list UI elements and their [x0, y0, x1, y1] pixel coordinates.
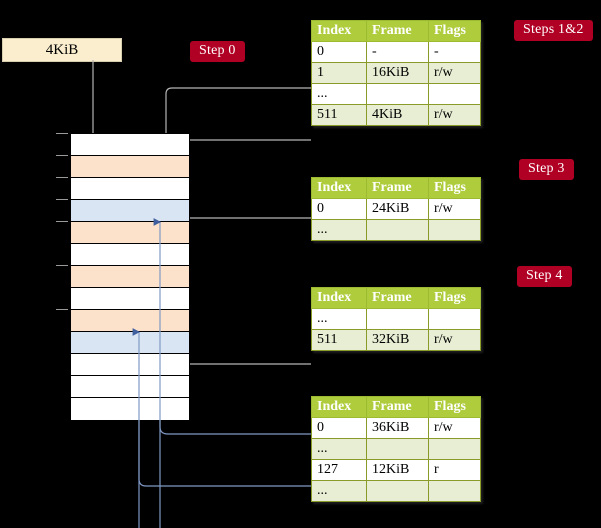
memory-frame-row [71, 266, 189, 288]
cell-frame: 16KiB [366, 62, 429, 84]
memory-tick [56, 177, 68, 178]
cell-flags [428, 219, 481, 241]
table-row[interactable]: ... [311, 83, 481, 105]
cell-flags: r [428, 459, 481, 481]
column-header-flags: Flags [428, 287, 481, 309]
cell-frame [366, 438, 429, 460]
cell-flags [428, 438, 481, 460]
column-header-frame: Frame [366, 177, 429, 199]
column-header-frame: Frame [366, 396, 429, 418]
badge-step-0: Step 0 [190, 41, 245, 62]
cell-index: 0 [311, 198, 367, 220]
column-header-index: Index [311, 177, 367, 199]
cell-index: ... [311, 83, 367, 105]
cell-index: 127 [311, 459, 367, 481]
column-header-frame: Frame [366, 287, 429, 309]
cell-flags: r/w [428, 198, 481, 220]
memory-frame-row [71, 178, 189, 200]
cell-flags [428, 308, 481, 330]
column-header-index: Index [311, 396, 367, 418]
column-header-flags: Flags [428, 177, 481, 199]
cell-frame [366, 83, 429, 105]
memory-frame-row [71, 354, 189, 376]
badge-steps-1-2: Steps 1&2 [514, 20, 593, 41]
table-row[interactable]: ... [311, 219, 481, 241]
cell-index: 511 [311, 104, 367, 126]
cell-index: 0 [311, 41, 367, 63]
memory-tick [56, 155, 68, 156]
memory-tick [56, 309, 68, 310]
memory-tick [56, 199, 68, 200]
cell-frame: - [366, 41, 429, 63]
cell-index: 511 [311, 329, 367, 351]
column-header-index: Index [311, 287, 367, 309]
cell-index: ... [311, 219, 367, 241]
table-row[interactable]: ... [311, 480, 481, 502]
memory-frame-row [71, 156, 189, 178]
cell-flags: r/w [428, 329, 481, 351]
memory-frame-row [71, 222, 189, 244]
memory-tick [56, 221, 68, 222]
cell-flags: r/w [428, 417, 481, 439]
cell-frame [366, 219, 429, 241]
cell-frame: 4KiB [366, 104, 429, 126]
table-row[interactable]: ... [311, 438, 481, 460]
memory-frame-row [71, 332, 189, 354]
cell-index: 0 [311, 417, 367, 439]
badge-step-3: Step 3 [519, 159, 574, 180]
cell-frame [366, 480, 429, 502]
cell-flags [428, 480, 481, 502]
physical-memory-column [70, 133, 190, 420]
memory-frame-row [71, 376, 189, 398]
memory-frame-row [71, 134, 189, 156]
column-header-frame: Frame [366, 20, 429, 42]
memory-frame-row [71, 398, 189, 420]
column-header-flags: Flags [428, 20, 481, 42]
memory-frame-row [71, 288, 189, 310]
cell-index: ... [311, 438, 367, 460]
cell-flags: r/w [428, 62, 481, 84]
source-frame-box: 4KiB [2, 38, 122, 62]
memory-tick [56, 265, 68, 266]
cell-frame: 32KiB [366, 329, 429, 351]
memory-frame-row [71, 244, 189, 266]
table-row[interactable]: ... [311, 308, 481, 330]
memory-frame-row [71, 310, 189, 332]
cell-frame: 24KiB [366, 198, 429, 220]
cell-flags: r/w [428, 104, 481, 126]
badge-step-4: Step 4 [517, 266, 572, 287]
cell-index: 1 [311, 62, 367, 84]
cell-frame: 36KiB [366, 417, 429, 439]
column-header-index: Index [311, 20, 367, 42]
cell-flags [428, 83, 481, 105]
memory-frame-row [71, 200, 189, 222]
cell-index: ... [311, 308, 367, 330]
cell-frame: 12KiB [366, 459, 429, 481]
column-header-flags: Flags [428, 396, 481, 418]
table-row[interactable]: 0-- [311, 41, 481, 63]
source-frame-label: 4KiB [45, 41, 79, 58]
cell-index: ... [311, 480, 367, 502]
cell-flags: - [428, 41, 481, 63]
memory-tick [56, 133, 68, 134]
cell-frame [366, 308, 429, 330]
